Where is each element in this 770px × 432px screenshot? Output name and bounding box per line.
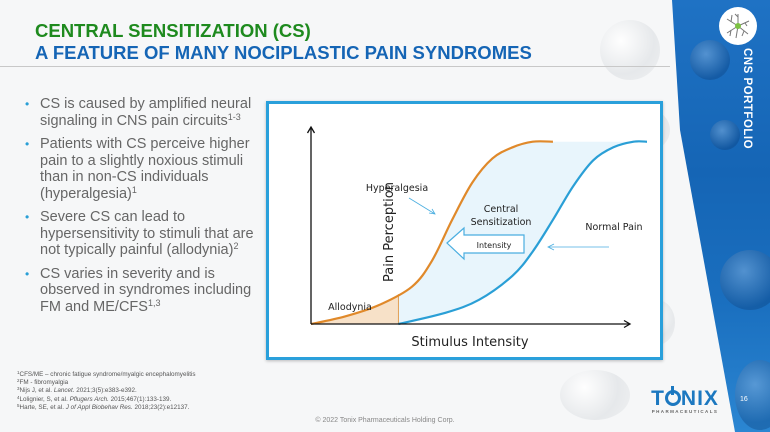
intensity-label: Intensity: [477, 241, 512, 250]
intensity-arrow-icon: [446, 226, 525, 261]
bullet-list: •CS is caused by amplified neural signal…: [25, 96, 255, 322]
bullet-item: •Patients with CS perceive higher pain t…: [25, 136, 250, 202]
hyperalgesia-pointer: [408, 197, 436, 215]
bullet-dot-icon: •: [25, 137, 30, 151]
hyperalgesia-label: Hyperalgesia: [366, 183, 428, 194]
neuron-icon: [719, 7, 757, 45]
hyperalgesia-curve: [310, 140, 553, 326]
bullet-item: •Severe CS can lead to hypersensitivity …: [25, 209, 254, 258]
footnote: 5Harte, SE, et al. J of Appl Biobehav Re…: [17, 402, 190, 411]
normal-pain-curve: [398, 140, 648, 326]
pain-curve-chart: Pain Perception Stimulus Intensity Hyper…: [266, 101, 663, 360]
title-line-1: CENTRAL SENSITIZATION (CS): [35, 20, 311, 41]
allodynia-label: Allodynia: [328, 302, 372, 313]
footnote: 2FM - fibromyalgia: [17, 378, 69, 387]
bullet-dot-icon: •: [25, 266, 30, 281]
power-icon: [664, 386, 681, 406]
page-title: CENTRAL SENSITIZATION (CS) A FEATURE OF …: [35, 20, 532, 64]
footnote: 3Nijs J, et al. Lancet. 2021;3(5):e383-e…: [17, 386, 137, 395]
copyright: © 2022 Tonix Pharmaceuticals Holding Cor…: [315, 417, 455, 424]
x-axis: [311, 319, 632, 329]
bullet-item: •CS varies in severity and is observed i…: [25, 265, 252, 315]
footnote: 4Lolignier, S, et al. Pflugers Arch. 201…: [17, 394, 172, 403]
section-label: CNS PORTFOLIO: [741, 48, 753, 150]
allodynia-region: [311, 294, 399, 324]
y-axis-label: Pain Perception: [382, 182, 397, 282]
y-axis: [306, 125, 316, 324]
logo-subtitle: PHARMACEUTICALS: [651, 409, 719, 414]
x-axis-label: Stimulus Intensity: [411, 335, 529, 350]
title-line-2: A FEATURE OF MANY NOCIPLASTIC PAIN SYNDR…: [35, 42, 532, 63]
bullet-item: •CS is caused by amplified neural signal…: [25, 96, 252, 129]
central-sensitization-region: [311, 141, 647, 324]
normal-pain-pointer: [547, 243, 609, 251]
bullet-dot-icon: •: [25, 97, 30, 111]
chart-svg: Pain Perception Stimulus Intensity Hyper…: [306, 125, 648, 350]
cs-label-line1: Central: [484, 204, 519, 215]
title-divider: [0, 66, 670, 67]
footnote: 1CFS/ME – chronic fatigue syndrome/myalg…: [17, 370, 196, 378]
cs-label-line2: Sensitization: [471, 217, 532, 228]
page-number: 16: [740, 396, 748, 403]
bullet-dot-icon: •: [25, 210, 30, 224]
normal-pain-label: Normal Pain: [585, 222, 642, 233]
footnotes: 1CFS/ME – chronic fatigue syndrome/myalg…: [17, 370, 196, 412]
